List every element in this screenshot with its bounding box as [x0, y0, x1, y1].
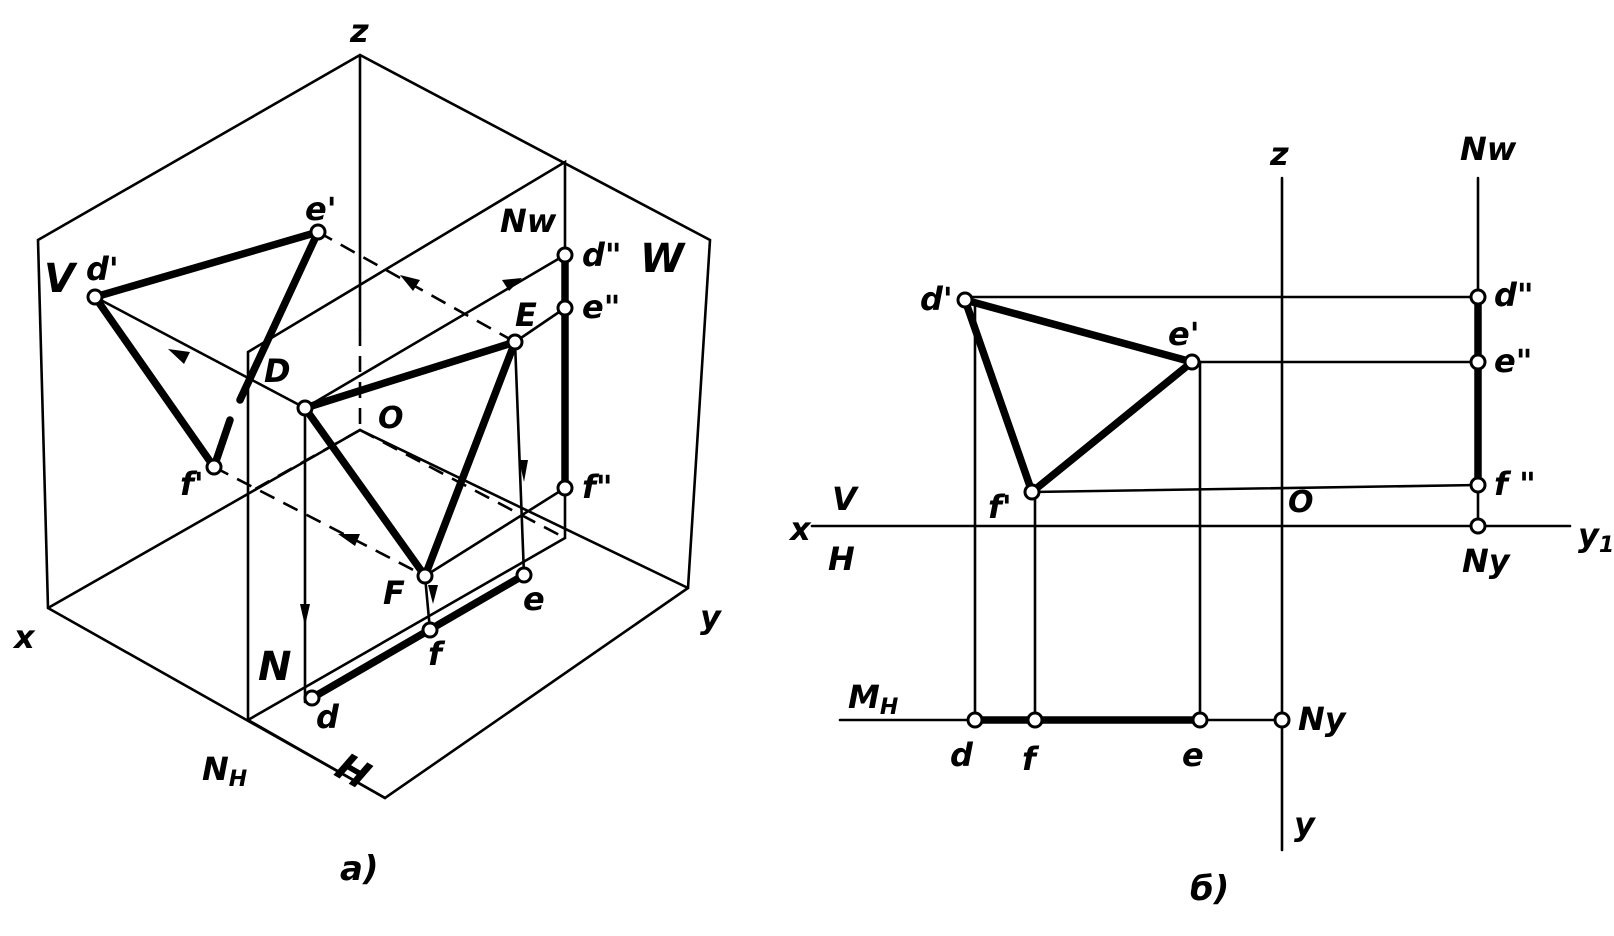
label-nw: Nw [500, 202, 557, 240]
plane-n-outline [246, 159, 567, 722]
label-nw: Nw [1460, 130, 1517, 168]
point-d2 [556, 246, 574, 264]
arrowhead [300, 604, 310, 626]
label-d-prime: d' [920, 280, 953, 318]
point-e-prime [1183, 353, 1201, 371]
label-f-upper: F [383, 574, 405, 612]
label-n: N [258, 644, 291, 690]
arrowhead [400, 275, 420, 291]
label-e2: e" [582, 288, 620, 326]
label-f2: f" [582, 468, 613, 506]
arrowhead [168, 349, 190, 364]
proj-f-horizontal [1030, 483, 1480, 494]
label-d: d [950, 736, 974, 774]
edge-e-prime-f-prime [236, 228, 322, 404]
label-x: x [788, 510, 812, 548]
point-e2 [1469, 353, 1487, 371]
label-e-prime: e' [1168, 315, 1200, 353]
label-v: V [44, 256, 78, 302]
label-mh: MH [848, 678, 898, 720]
point-ny-top [1469, 517, 1487, 535]
label-e2: e" [1494, 342, 1532, 380]
hidden-line-4 [317, 230, 516, 344]
label-f-prime: f' [988, 488, 1012, 526]
edge-d-prime-f-prime [961, 296, 1036, 496]
arrowhead [338, 534, 360, 546]
point-d-prime [956, 291, 974, 309]
caption-a: a) [340, 849, 378, 889]
hidden-line-5 [213, 465, 426, 578]
point-d2 [1469, 288, 1487, 306]
label-y1: y1 [1578, 516, 1614, 558]
proj-line-d-w [303, 253, 567, 410]
point-e [1191, 711, 1209, 729]
arrowhead [519, 460, 528, 482]
label-d2: d" [1494, 276, 1534, 314]
label-v: V [832, 480, 859, 518]
caption-b: б) [1190, 869, 1229, 909]
label-f2: f " [1494, 465, 1536, 503]
label-w: W [640, 236, 686, 282]
label-d2: d" [582, 236, 622, 274]
edge-d-e-horizontal [308, 571, 528, 702]
plane-v-outline [36, 53, 712, 800]
point-e-prime [309, 223, 327, 241]
label-x: x [12, 618, 36, 656]
point-f [1026, 711, 1044, 729]
label-nh: NH [202, 750, 247, 792]
point-d-prime [86, 288, 104, 306]
label-z: z [349, 12, 369, 50]
point-f-prime [1023, 483, 1041, 501]
label-e: e [1182, 736, 1204, 774]
proj-line-e-w [513, 306, 567, 344]
proj-line-f-w [423, 486, 567, 578]
point-e [506, 333, 524, 351]
edge-e-f [421, 338, 519, 580]
label-ny-top: Ny [1462, 542, 1511, 580]
plane-n-trace-h [246, 718, 387, 800]
label-y: y [1294, 805, 1316, 843]
label-d-prime: d' [86, 250, 119, 288]
point-e2 [556, 299, 574, 317]
edge-d-f [301, 404, 429, 580]
point-f2 [1469, 476, 1487, 494]
proj-line-f-h [423, 574, 432, 632]
proj-line-e-h [513, 340, 526, 577]
point-e-h [515, 566, 533, 584]
point-f2 [556, 479, 574, 497]
label-e-lower: e [523, 580, 545, 618]
label-f-prime: f' [180, 465, 204, 503]
label-e-prime: e' [305, 190, 337, 228]
point-ny-bottom [1273, 711, 1291, 729]
arrowhead [428, 585, 438, 604]
edge-d-e [301, 338, 519, 412]
point-d [966, 711, 984, 729]
label-e-upper: E [515, 296, 537, 334]
label-z: z [1269, 135, 1289, 173]
label-d-lower: d [316, 698, 340, 736]
proj-line-d-v [93, 295, 307, 410]
edge-d-prime-e-prime [91, 228, 322, 301]
label-o: O [378, 401, 404, 436]
axis-y-line [358, 428, 690, 590]
label-o: O [1288, 485, 1314, 520]
diagram-b: z Nw x V H O y1 Ny MH Ny y d' e' f' d" e… [788, 130, 1614, 909]
label-f: f [1022, 740, 1040, 778]
point-f [416, 567, 434, 585]
label-d-upper: D [264, 352, 291, 390]
label-h: H [828, 540, 855, 578]
point-d-h [303, 689, 321, 707]
label-y: y [700, 598, 722, 636]
edge-e-prime-f-prime [1028, 358, 1196, 496]
label-ny-bottom: Ny [1298, 700, 1347, 738]
point-f-h [421, 621, 439, 639]
edge-d-prime-e-prime [961, 296, 1196, 366]
point-f-prime [205, 458, 223, 476]
diagram-a: z x y V W O N Nw D E F d' e' f' d" e" f"… [12, 12, 722, 889]
edge-d-prime-f-prime [91, 293, 218, 471]
label-f-lower: f [428, 635, 446, 673]
arrowhead [502, 278, 522, 291]
point-d [296, 399, 314, 417]
